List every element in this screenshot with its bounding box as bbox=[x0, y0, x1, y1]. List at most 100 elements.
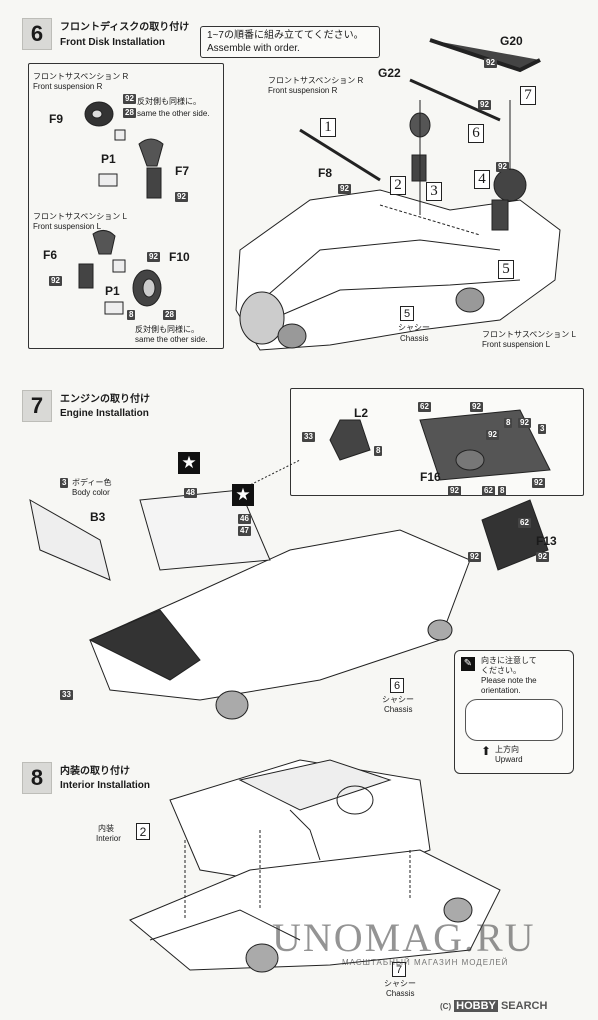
inset-suspension-drawing bbox=[78, 101, 164, 315]
inset-right-title-en: Front suspension R bbox=[33, 82, 103, 91]
orient-jp-2: ください。 bbox=[481, 666, 521, 675]
part-g20: G20 bbox=[500, 34, 523, 48]
upward-arrow-icon: ⬆ bbox=[481, 744, 492, 758]
hobby-prefix: (C) bbox=[440, 1002, 452, 1011]
step8-number: 8 bbox=[22, 762, 52, 794]
step7-title-en: Engine Installation bbox=[60, 408, 149, 419]
part-f8: F8 bbox=[318, 166, 333, 180]
tag-8: 8 bbox=[504, 418, 513, 428]
tag-3: 3 bbox=[538, 424, 547, 434]
tag-92: 92 bbox=[496, 162, 509, 172]
orient-en-2: orientation. bbox=[481, 686, 521, 695]
chassis-en-6: Chassis bbox=[400, 334, 429, 343]
tag-92: 92 bbox=[468, 552, 481, 562]
tag-46: 46 bbox=[238, 514, 251, 524]
tag-92: 92 bbox=[478, 100, 491, 110]
susp-r-jp: フロントサスペンション R bbox=[268, 76, 364, 85]
upward-jp: 上方向 bbox=[495, 745, 519, 754]
step6-order-note: 1~7の順番に組み立ててください。 Assemble with order. bbox=[200, 26, 380, 58]
tag-8: 8 bbox=[374, 446, 383, 456]
orient-jp-1: 向きに注意して bbox=[481, 656, 537, 665]
tag-62: 62 bbox=[482, 486, 495, 496]
order-box-7: 7 bbox=[520, 86, 536, 105]
inset-same-side-jp: 反対側も同様に。 bbox=[137, 97, 201, 106]
tag-62: 62 bbox=[418, 402, 431, 412]
inset-left-title-jp: フロントサスペンション L bbox=[33, 212, 127, 221]
hobby-search: SEARCH bbox=[500, 1000, 548, 1012]
tag-28: 28 bbox=[163, 310, 176, 320]
part-b3: B3 bbox=[90, 510, 106, 524]
chassis-jp-8: シャシー bbox=[384, 979, 416, 988]
tag-92: 92 bbox=[123, 94, 136, 104]
tag-92: 92 bbox=[448, 486, 461, 496]
order-box-5: 5 bbox=[498, 260, 514, 279]
step6-assembly-drawing bbox=[235, 38, 561, 351]
orient-en-1: Please note the bbox=[481, 676, 537, 685]
tag-92: 92 bbox=[486, 430, 499, 440]
hobby-brand: HOBBY bbox=[454, 1000, 498, 1012]
upward-en: Upward bbox=[495, 755, 523, 764]
susp-l-en: Front suspension L bbox=[482, 340, 551, 349]
step6-title-en: Front Disk Installation bbox=[60, 37, 166, 48]
order-box-1: 1 bbox=[320, 118, 336, 137]
step6-title-jp: フロントディスクの取り付け bbox=[60, 22, 190, 33]
interior-en: Interior bbox=[96, 834, 121, 843]
decal-star-1: ★ bbox=[178, 452, 200, 474]
tag-8: 8 bbox=[127, 310, 136, 320]
order-note-jp: 1~7の順番に組み立ててください。 bbox=[207, 30, 364, 41]
body-color-jp: ボディー色 bbox=[72, 478, 112, 487]
body-color-num: 3 bbox=[60, 478, 69, 488]
tag-47: 47 bbox=[238, 526, 251, 536]
orientation-note-panel: ✎ 向きに注意して ください。 Please note the orientat… bbox=[454, 650, 574, 774]
step6-inset-panel: フロントサスペンション R Front suspension R 92 反対側も… bbox=[28, 63, 224, 349]
decal-star-2: ★ bbox=[232, 484, 254, 506]
tag-92: 92 bbox=[175, 192, 188, 202]
susp-r-en: Front suspension R bbox=[268, 86, 338, 95]
pen-icon: ✎ bbox=[461, 657, 475, 671]
tag-92: 92 bbox=[470, 402, 483, 412]
tag-92: 92 bbox=[49, 276, 62, 286]
chassis-num-7: 7 bbox=[392, 962, 406, 977]
chassis-num-5: 5 bbox=[400, 306, 414, 321]
part-f7: F7 bbox=[175, 164, 190, 178]
inset-same-side-jp-2: 反対側も同様に。 bbox=[135, 325, 199, 334]
step8-title-jp: 内装の取り付け bbox=[60, 766, 130, 777]
watermark-subtitle: МАСШТАБНЫЙ МАГАЗИН МОДЕЛЕЙ bbox=[342, 958, 509, 967]
tag-92: 92 bbox=[536, 552, 549, 562]
tag-48: 48 bbox=[184, 488, 197, 498]
tag-8: 8 bbox=[498, 486, 507, 496]
hobby-search-logo: (C) HOBBY SEARCH bbox=[440, 1000, 547, 1012]
inset-right-title-jp: フロントサスペンション R bbox=[33, 72, 129, 81]
chassis-en-7: Chassis bbox=[384, 705, 413, 714]
order-box-2: 2 bbox=[390, 176, 406, 195]
susp-l-jp: フロントサスペンション L bbox=[482, 330, 576, 339]
interior-jp: 内装 bbox=[98, 824, 114, 833]
inset-same-side-en: same the other side. bbox=[137, 109, 210, 118]
tag-92: 92 bbox=[484, 58, 497, 68]
step8-title-en: Interior Installation bbox=[60, 780, 151, 791]
step8-assembly-drawing bbox=[129, 759, 501, 973]
tag-92: 92 bbox=[532, 478, 545, 488]
tag-92: 92 bbox=[518, 418, 531, 428]
tag-28: 28 bbox=[123, 108, 136, 118]
part-p1: P1 bbox=[101, 152, 116, 166]
part-f13: F13 bbox=[536, 534, 557, 548]
inset-same-side-en-2: same the other side. bbox=[135, 335, 208, 344]
inset-left-title-en: Front suspension L bbox=[33, 222, 102, 231]
tag-33: 33 bbox=[302, 432, 315, 442]
part-f6: F6 bbox=[43, 248, 58, 262]
orientation-diagram bbox=[465, 699, 563, 741]
tag-62: 62 bbox=[518, 518, 531, 528]
part-l2: L2 bbox=[354, 406, 369, 420]
chassis-num-6: 6 bbox=[390, 678, 404, 693]
order-box-6: 6 bbox=[468, 124, 484, 143]
tag-92: 92 bbox=[147, 252, 160, 262]
part-f9: F9 bbox=[49, 112, 64, 126]
part-f16: F16 bbox=[420, 470, 441, 484]
tag-92: 92 bbox=[338, 184, 351, 194]
part-g22: G22 bbox=[378, 66, 401, 80]
chassis-en-8: Chassis bbox=[386, 989, 415, 998]
step7-number: 7 bbox=[22, 390, 52, 422]
body-color-en: Body color bbox=[72, 488, 110, 497]
order-box-3: 3 bbox=[426, 182, 442, 201]
